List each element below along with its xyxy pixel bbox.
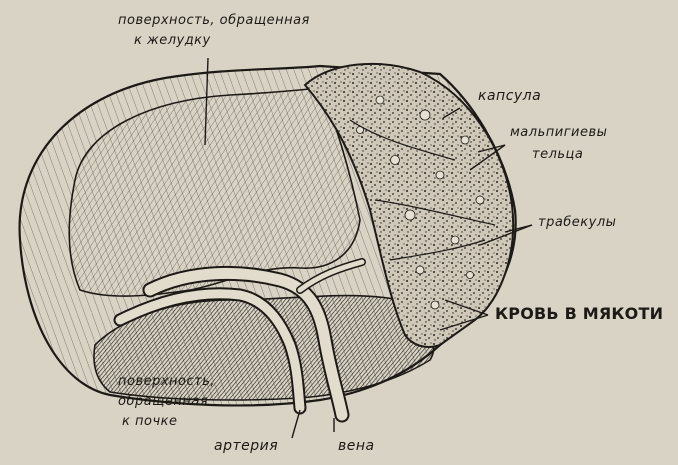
label-malpighian-1: мальпигиевы [510, 124, 607, 141]
label-vein: вена [338, 438, 375, 455]
label-stomach-surface-1: поверхность, обращенная [118, 12, 310, 29]
label-artery: артерия [214, 438, 278, 455]
label-trabeculae: трабекулы [538, 214, 616, 231]
label-malpighian-2: тельца [532, 146, 583, 163]
label-kidney-surface-2: обращенная [118, 393, 208, 410]
label-pulp-blood: кровь в мякоти [495, 305, 663, 322]
label-kidney-surface-3: к почке [122, 413, 177, 430]
label-capsule: капсула [478, 88, 541, 105]
label-stomach-surface-2: к желудку [134, 32, 211, 49]
label-kidney-surface-1: поверхность, [118, 373, 215, 390]
